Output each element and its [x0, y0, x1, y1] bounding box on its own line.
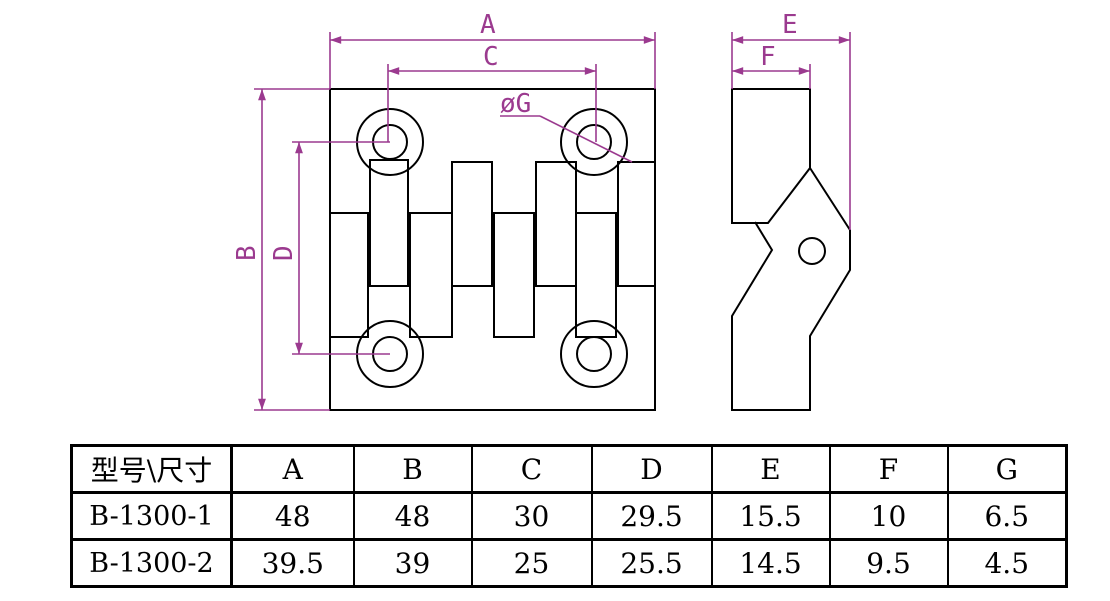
knuckle-block-4 [535, 161, 577, 287]
hinge-technical-drawing: A C B D øG E F [232, 10, 851, 411]
dimension-e: E [731, 10, 851, 230]
cell-e: 14.5 [710, 538, 831, 588]
dimension-b: B [232, 88, 330, 411]
header-d: D [590, 444, 713, 494]
knuckle-leaf-2 [575, 212, 617, 338]
side-view [731, 88, 851, 411]
header-c: C [470, 444, 593, 494]
cell-f: 10 [828, 491, 949, 541]
header-a: A [230, 444, 355, 494]
dimension-c-label: C [483, 42, 499, 72]
cell-d: 25.5 [590, 538, 713, 588]
knuckle-pin-hole [798, 237, 826, 265]
table-row: B-1300-1 48 48 30 29.5 15.5 10 6.5 [70, 491, 1068, 541]
header-e: E [710, 444, 831, 494]
knuckle-outer-right [617, 161, 656, 287]
front-view [329, 88, 656, 411]
cell-e: 15.5 [710, 491, 831, 541]
cell-f: 9.5 [828, 538, 949, 588]
dimension-a-label: A [480, 10, 496, 40]
cell-c: 25 [470, 538, 593, 588]
knuckle-block-3 [493, 212, 535, 338]
cell-model: B-1300-2 [70, 538, 233, 588]
cell-a: 39.5 [230, 538, 355, 588]
screw-hole-bottom-right [560, 320, 628, 388]
cell-d: 29.5 [590, 491, 713, 541]
knuckle-block-2 [451, 161, 493, 287]
dimension-a: A [329, 10, 656, 89]
knuckle-block-1 [409, 212, 453, 338]
size-spec-table: 型号\尺寸 A B C D E F G B-1300-1 48 48 30 29… [70, 444, 1068, 588]
header-g: G [946, 444, 1068, 494]
dimension-g-label: øG [500, 89, 531, 119]
cell-g: 4.5 [946, 538, 1068, 588]
dimension-e-label: E [782, 10, 798, 40]
dimension-g: øG [500, 89, 633, 163]
table-header-row: 型号\尺寸 A B C D E F G [70, 444, 1068, 494]
header-f: F [828, 444, 949, 494]
header-b: B [352, 444, 473, 494]
dimension-c: C [387, 42, 597, 142]
table-row: B-1300-2 39.5 39 25 25.5 14.5 9.5 4.5 [70, 538, 1068, 588]
cell-model: B-1300-1 [70, 491, 233, 541]
knuckle-leaf-1 [369, 159, 409, 287]
cell-a: 48 [230, 491, 355, 541]
dimension-b-label: B [232, 245, 262, 261]
lower-leaf-profile [731, 167, 851, 411]
cell-g: 6.5 [946, 491, 1068, 541]
dimension-f-label: F [760, 42, 776, 72]
screw-hole-top-right [560, 108, 628, 176]
dimension-d: D [269, 141, 390, 355]
cell-b: 48 [352, 491, 473, 541]
header-model-size: 型号\尺寸 [70, 444, 233, 494]
cell-c: 30 [470, 491, 593, 541]
knuckle-outer-left [329, 212, 369, 338]
cell-b: 39 [352, 538, 473, 588]
dimension-d-label: D [269, 245, 299, 261]
upper-leaf-profile [731, 88, 811, 224]
dimension-f: F [731, 42, 811, 89]
